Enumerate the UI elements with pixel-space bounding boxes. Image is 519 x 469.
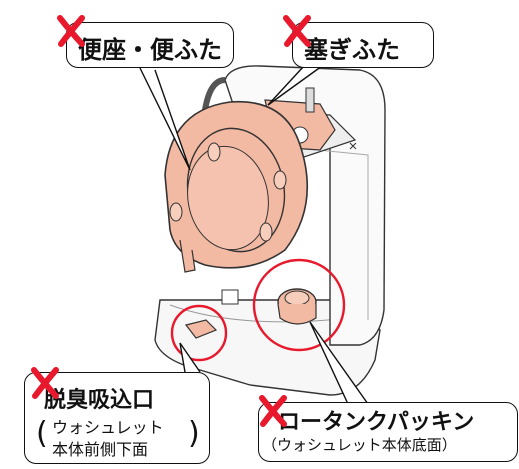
red-x-cross-icon (57, 15, 85, 47)
deodorizer-highlight-ring (170, 304, 228, 362)
red-x-cross-icon (31, 367, 59, 399)
red-x-cross-icon (283, 15, 311, 47)
leader-tank-packing (309, 321, 369, 405)
callout-deodorizer (24, 372, 210, 464)
washlet-base (154, 299, 381, 396)
callout-tank-packing (258, 402, 518, 462)
deodorizer-note-line2: 本体前側下面 (52, 440, 149, 459)
label-seat-lid: 便座・便ふた (78, 36, 222, 64)
deodorizer-note-line1: ウォシュレット (52, 418, 164, 437)
tank-packing-highlight-ring (252, 258, 346, 352)
label-tank-packing: ロータンクパッキン (278, 410, 475, 435)
deodorizer-intake-part (184, 319, 218, 339)
leader-deodorizer (179, 342, 201, 373)
callout-gap-cover (292, 22, 434, 68)
tank-packing-note: （ウォシュレット本体底面） (262, 436, 457, 454)
label-gap-cover: 塞ぎふた (304, 36, 400, 64)
leader-seat (139, 67, 191, 171)
callout-seat-lid (66, 22, 234, 68)
red-x-cross-icon (259, 395, 287, 427)
leader-gap-cover (267, 65, 323, 106)
label-deodorizer: 脱臭吸込口 (44, 388, 155, 413)
paren-open-deodorizer: ( (36, 416, 48, 451)
paren-close-deodorizer: ) (188, 416, 200, 451)
